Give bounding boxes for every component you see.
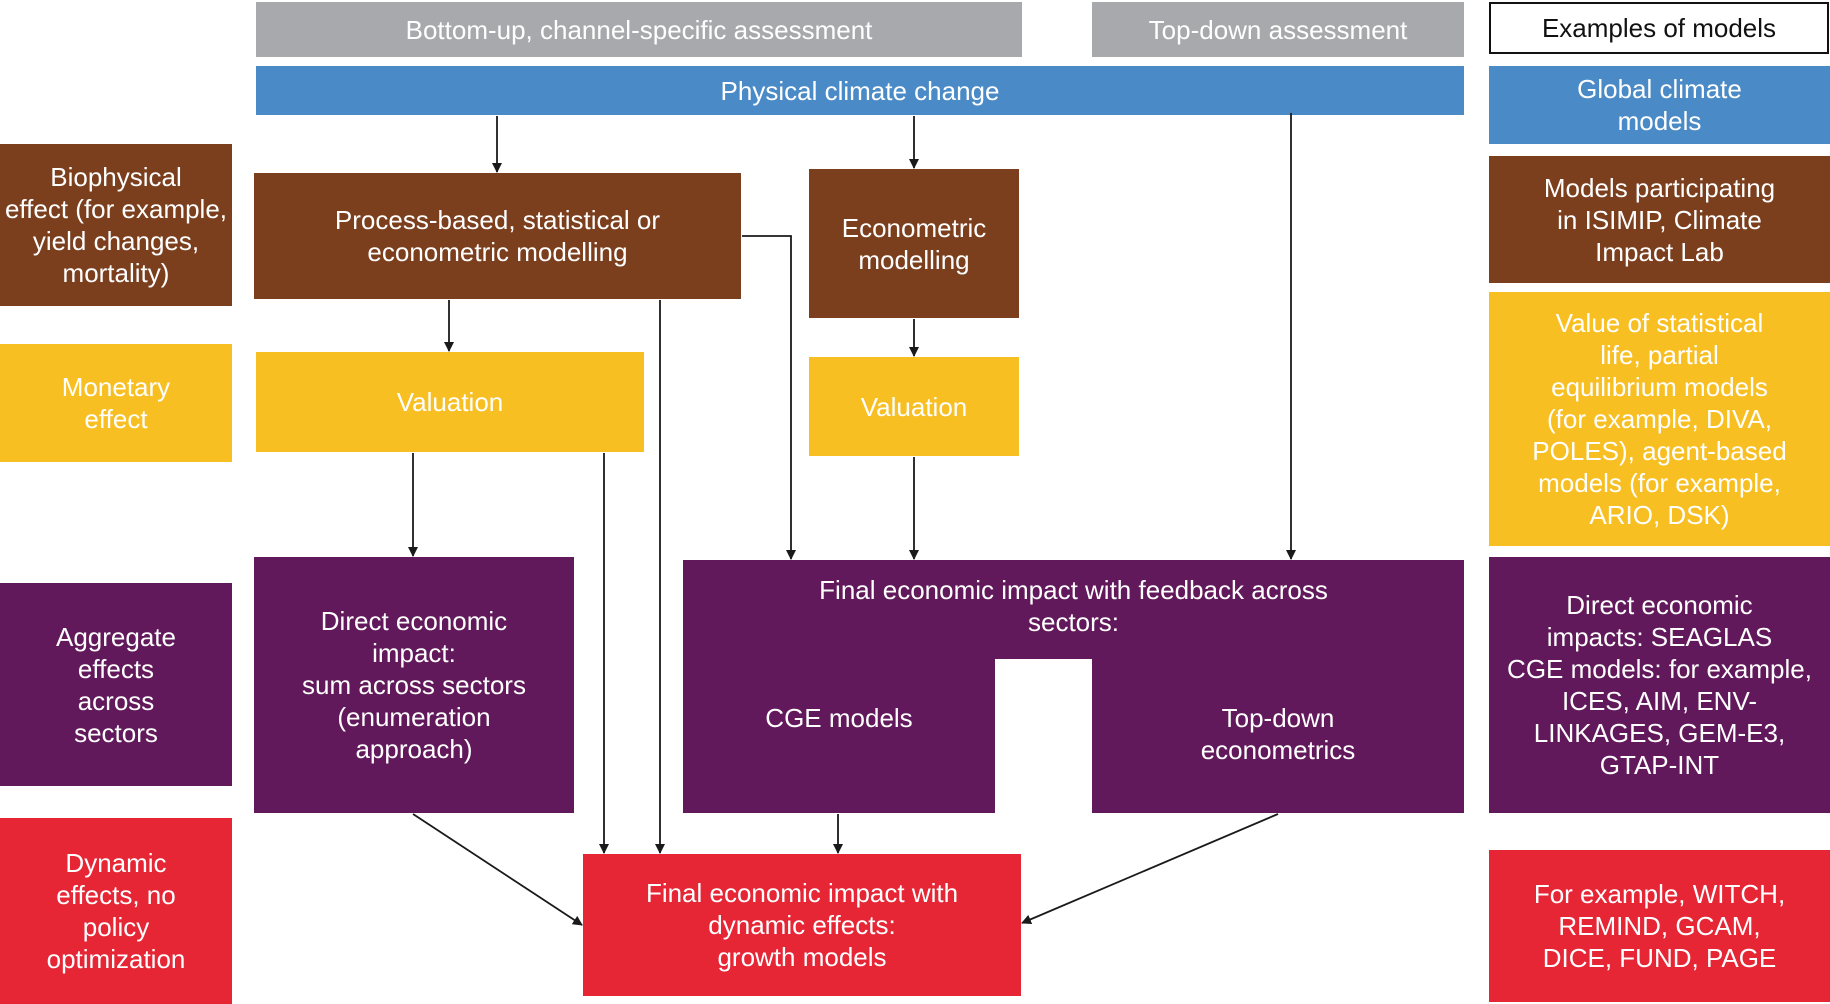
example-valuation-text: Value of statistical life, partial equil… — [1532, 308, 1787, 530]
row-label-dynamic: Dynamic effects, no policy optimization — [0, 818, 232, 1004]
header-examples: Examples of models — [1489, 2, 1829, 54]
example-aggregate-text: Direct economic impacts: SEAGLAS CGE mod… — [1507, 590, 1812, 780]
example-growth-text: For example, WITCH, REMIND, GCAM, DICE, … — [1533, 879, 1786, 973]
valuation-right-box: Valuation — [809, 357, 1019, 456]
example-isimip-models: Models participating in ISIMIP, Climate … — [1489, 156, 1830, 283]
header-bottom-up: Bottom-up, channel-specific assessment — [256, 2, 1022, 57]
row-label-biophysical-text: Biophysical effect (for example, yield c… — [4, 162, 228, 288]
row-label-monetary-text: Monetary effect — [61, 372, 171, 434]
row-label-biophysical: Biophysical effect (for example, yield c… — [0, 144, 232, 306]
example-valuation-models: Value of statistical life, partial equil… — [1489, 292, 1830, 546]
process-based-modelling-box: Process-based, statistical or econometri… — [254, 173, 741, 299]
final-dynamic-impact-label: Final economic impact with dynamic effec… — [645, 878, 959, 972]
final-feedback-title: Final economic impact with feedback acro… — [819, 575, 1328, 637]
cge-models-label: CGE models — [765, 703, 913, 733]
valuation-right-label: Valuation — [860, 391, 968, 422]
header-top-down: Top-down assessment — [1092, 2, 1464, 57]
direct-economic-impact-label: Direct economic impact: sum across secto… — [302, 606, 526, 764]
row-label-aggregate-text: Aggregate effects across sectors — [56, 621, 176, 748]
top-down-econometrics-label: Top-down econometrics — [1200, 703, 1356, 765]
example-isimip-text: Models participating in ISIMIP, Climate … — [1543, 172, 1776, 267]
econometric-modelling-label: Econometric modelling — [841, 212, 987, 275]
row-label-monetary: Monetary effect — [0, 344, 232, 462]
example-global-climate-models: Global climate models — [1489, 66, 1830, 144]
final-dynamic-impact-box: Final economic impact with dynamic effec… — [583, 854, 1021, 996]
final-feedback-polygon — [683, 560, 1464, 813]
header-examples-label: Examples of models — [1541, 13, 1777, 43]
valuation-left-box: Valuation — [256, 352, 644, 452]
example-aggregate-models: Direct economic impacts: SEAGLAS CGE mod… — [1489, 557, 1830, 813]
physical-climate-change-box: Physical climate change — [256, 66, 1464, 115]
example-global-climate-text: Global climate models — [1577, 74, 1742, 136]
process-based-modelling-label: Process-based, statistical or econometri… — [334, 205, 661, 267]
row-label-dynamic-text: Dynamic effects, no policy optimization — [46, 848, 186, 974]
header-top-down-label: Top-down assessment — [1148, 14, 1408, 45]
direct-economic-impact-box: Direct economic impact: sum across secto… — [254, 557, 574, 813]
row-label-aggregate: Aggregate effects across sectors — [0, 583, 232, 786]
header-bottom-up-label: Bottom-up, channel-specific assessment — [405, 14, 873, 45]
valuation-left-label: Valuation — [396, 387, 504, 417]
example-growth-models: For example, WITCH, REMIND, GCAM, DICE, … — [1489, 850, 1830, 1002]
econometric-modelling-box: Econometric modelling — [809, 169, 1019, 318]
physical-climate-change-label: Physical climate change — [720, 75, 1000, 106]
